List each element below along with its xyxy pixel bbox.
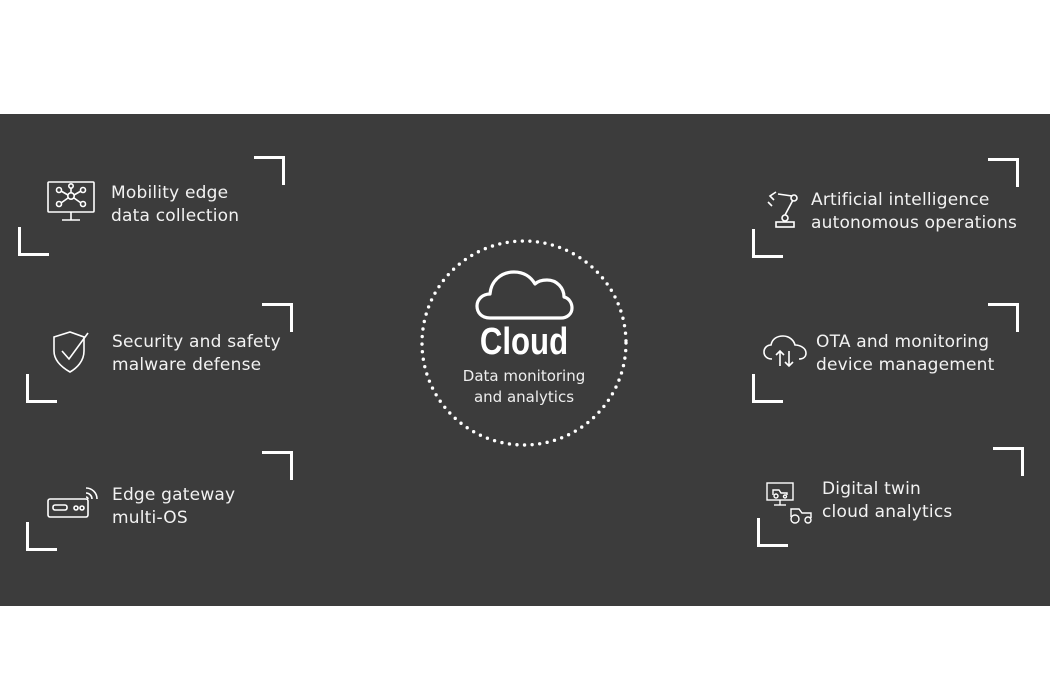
card-label-line2: data collection xyxy=(111,206,240,226)
corner-bracket-top-right xyxy=(262,303,293,332)
card-label-line1: Security and safety xyxy=(112,332,281,352)
hub-subtitle-line1: Data monitoring xyxy=(462,367,586,385)
card-label: Artificial intelligence autonomous opera… xyxy=(811,189,1017,235)
card-mobility-edge: Mobility edge data collection xyxy=(18,156,288,256)
gateway-device-icon xyxy=(46,487,100,521)
corner-bracket-top-right xyxy=(262,451,293,480)
cloud-icon xyxy=(474,264,574,326)
shield-check-icon xyxy=(50,329,90,375)
card-label: OTA and monitoring device management xyxy=(816,331,995,377)
corner-bracket-bottom-left xyxy=(752,229,783,258)
card-label-line1: Artificial intelligence xyxy=(811,190,990,210)
card-security-safety: Security and safety malware defense xyxy=(26,303,296,403)
card-label-line1: Digital twin xyxy=(822,479,922,499)
robot-arm-icon xyxy=(766,188,804,230)
corner-bracket-bottom-left xyxy=(757,518,788,547)
hub-subtitle: Data monitoring and analytics xyxy=(419,366,629,408)
corner-bracket-bottom-left xyxy=(18,227,49,256)
hub-subtitle-line2: and analytics xyxy=(473,388,575,406)
card-label: Mobility edge data collection xyxy=(111,182,239,228)
card-label-line2: malware defense xyxy=(112,355,262,375)
card-label: Security and safety malware defense xyxy=(112,331,281,377)
card-artificial-intelligence: Artificial intelligence autonomous opera… xyxy=(752,158,1022,258)
card-label: Edge gateway multi-OS xyxy=(112,484,235,530)
card-label-line2: autonomous operations xyxy=(811,213,1018,233)
hub-title: Cloud xyxy=(479,321,569,363)
cloud-sync-icon xyxy=(762,333,808,369)
tractor-twin-icon xyxy=(765,481,815,525)
monitor-network-icon xyxy=(46,178,96,224)
card-label-line2: multi-OS xyxy=(112,508,188,528)
corner-bracket-top-right xyxy=(988,158,1019,187)
card-label-line2: cloud analytics xyxy=(822,502,953,522)
card-ota-monitoring: OTA and monitoring device management xyxy=(752,303,1022,403)
card-digital-twin: Digital twin cloud analytics xyxy=(757,447,1027,547)
card-label-line1: Edge gateway xyxy=(112,485,236,505)
corner-bracket-top-right xyxy=(993,447,1024,476)
corner-bracket-bottom-left xyxy=(26,522,57,551)
card-label-line2: device management xyxy=(816,355,995,375)
card-label-line1: Mobility edge xyxy=(111,183,229,203)
corner-bracket-bottom-left xyxy=(752,374,783,403)
cloud-hub: Cloud Data monitoring and analytics xyxy=(419,238,629,448)
card-edge-gateway: Edge gateway multi-OS xyxy=(26,451,296,551)
dotted-ring xyxy=(420,239,628,447)
corner-bracket-top-right xyxy=(988,303,1019,332)
diagram-panel: Mobility edge data collection Security a… xyxy=(0,114,1050,606)
card-label: Digital twin cloud analytics xyxy=(822,478,952,524)
card-label-line1: OTA and monitoring xyxy=(816,332,990,352)
corner-bracket-bottom-left xyxy=(26,374,57,403)
corner-bracket-top-right xyxy=(254,156,285,185)
